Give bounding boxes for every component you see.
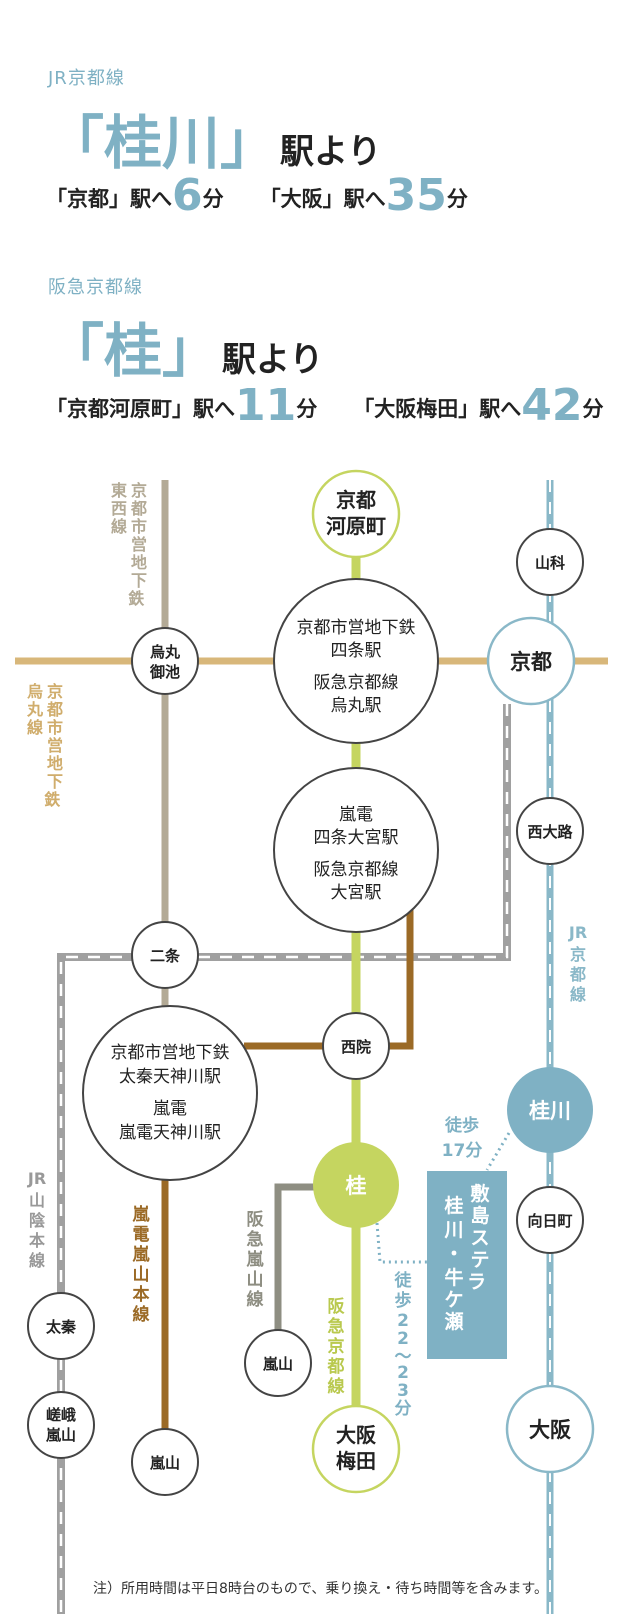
station-uzumasa-tenjingawa: 京都市営地下鉄 太秦天神川駅 嵐電 嵐電天神川駅 [82,1005,258,1181]
svg-text:西院: 西院 [341,1038,371,1056]
tozai-line-label: 京都市営地下鉄 東西線 [111,481,150,608]
svg-text:太秦天神川駅: 太秦天神川駅 [119,1067,221,1087]
station-oike: 烏丸 御池 [131,627,199,695]
station-shijo-karasuma: 京都市営地下鉄 四条駅 阪急京都線 烏丸駅 [273,578,439,744]
hankyu-kyoto-line-label: 阪急京都線 [327,1297,345,1397]
station-osaka: 大阪 [505,1384,595,1474]
svg-text:四条大宮駅: 四条大宮駅 [314,828,399,848]
hankyu-dest1-minutes: 11 [235,380,297,431]
svg-text:阪急京都線: 阪急京都線 [314,673,399,693]
hankyu-dest2-minutes: 42 [521,380,583,431]
svg-text:大宮駅: 大宮駅 [331,883,382,903]
bracket-close: 」 [162,317,221,385]
svg-text:阪急京都線: 阪急京都線 [314,860,399,880]
svg-text:嵐電: 嵐電 [153,1099,187,1119]
karasuma-line-label: 京都市営地下鉄 烏丸線 [26,682,66,809]
hankyu-arashiyama-line-label: 阪急嵐山線 [247,1210,265,1310]
bracket-open: 「 [46,109,105,177]
station-arashiyama-hankyu: 嵐山 [244,1329,312,1397]
jr-unit-2: 分 [446,187,468,211]
svg-text:桂川: 桂川 [528,1099,571,1123]
station-omiya: 嵐電 四条大宮駅 阪急京都線 大宮駅 [273,767,439,933]
svg-text:二条: 二条 [150,947,181,965]
hankyu-arashiyama-line [274,1183,320,1360]
jr-line-label: JR京都線 [48,68,125,89]
randen-line-label: 嵐電嵐山本線 [133,1204,151,1325]
station-kawaramachi: 京都 河原町 [311,469,401,559]
jr-dest2-minutes: 35 [385,170,447,221]
bracket-close: 」 [220,109,279,177]
jr-yori: 駅より [280,132,382,172]
svg-text:嵐山: 嵐山 [262,1355,293,1373]
svg-text:大阪: 大阪 [336,1423,377,1447]
hankyu-station-name: 桂 [104,317,163,385]
svg-text:嵐山: 嵐山 [149,1454,180,1472]
station-saiin: 西院 [322,1012,390,1080]
station-umeda: 大阪 梅田 [311,1404,401,1494]
walk-line-katsura [375,1222,427,1264]
svg-text:太秦: 太秦 [46,1318,77,1336]
svg-text:向日町: 向日町 [527,1212,572,1230]
svg-text:嵯峨: 嵯峨 [46,1406,76,1424]
hankyu-line-label: 阪急京都線 [48,277,143,298]
hankyu-yori: 駅より [222,340,324,380]
svg-text:京都: 京都 [510,650,552,674]
property-box [427,1171,507,1359]
property-name: 敷島ステラ 桂川・牛ケ瀬 [443,1182,492,1333]
svg-text:嵐電: 嵐電 [339,805,373,825]
station-katsuragawa: 桂川 [507,1067,593,1153]
station-mukomachi: 向日町 [516,1186,584,1254]
svg-text:烏丸駅: 烏丸駅 [331,696,382,716]
footnote: 注）所用時間は平日8時台のもので、乗り換え・待ち時間等を含みます。 [93,1581,548,1597]
station-kyoto: 京都 [486,616,576,706]
walk-line-katsuragawa [485,1132,511,1171]
sagano-line [57,704,511,1614]
hankyu-dest2-label: 「大阪梅田」駅へ [353,397,522,421]
hankyu-times: 「京都河原町」駅へ11分「大阪梅田」駅へ42分 [46,380,603,431]
svg-text:山科: 山科 [535,554,565,572]
station-nijo: 二条 [131,921,199,989]
bracket-open: 「 [46,317,105,385]
svg-text:京都市営地下鉄: 京都市営地下鉄 [297,618,416,638]
station-katsura: 桂 [313,1142,399,1228]
station-saga-arashiyama: 嵯峨 嵐山 [27,1391,95,1459]
jr-times: 「京都」駅へ6分「大阪」駅へ35分 [46,170,468,221]
svg-text:烏丸: 烏丸 [150,643,181,661]
jr-dest2-label: 「大阪」駅へ [259,187,386,211]
station-nishioji: 西大路 [516,797,584,865]
svg-text:嵐山: 嵐山 [45,1426,76,1444]
jr-dest1-label: 「京都」駅へ [46,187,172,211]
svg-text:河原町: 河原町 [326,514,386,538]
station-uzumasa: 太秦 [27,1292,95,1360]
svg-text:西大路: 西大路 [527,823,573,841]
svg-text:御池: 御池 [149,663,180,681]
randen-line-branch [244,905,414,1050]
svg-text:京都: 京都 [336,488,376,512]
jr-station-heading: 「桂川」駅より [46,96,381,180]
svg-text:梅田: 梅田 [336,1449,376,1473]
jr-dest1-minutes: 6 [172,170,203,221]
hankyu-dest1-label: 「京都河原町」駅へ [46,397,235,421]
station-yamashina: 山科 [516,528,584,596]
jr-unit-1: 分 [202,187,224,211]
hankyu-unit-1: 分 [296,397,318,421]
svg-text:京都市営地下鉄: 京都市営地下鉄 [111,1043,230,1063]
svg-text:桂: 桂 [345,1174,367,1198]
hankyu-unit-2: 分 [582,397,604,421]
svg-text:四条駅: 四条駅 [331,641,382,661]
hankyu-station-heading: 「桂」駅より [46,304,323,388]
station-arashiyama-randen: 嵐山 [131,1428,199,1496]
svg-text:嵐電天神川駅: 嵐電天神川駅 [119,1123,221,1143]
svg-text:大阪: 大阪 [529,1418,572,1442]
jr-station-name: 桂川 [104,109,221,177]
